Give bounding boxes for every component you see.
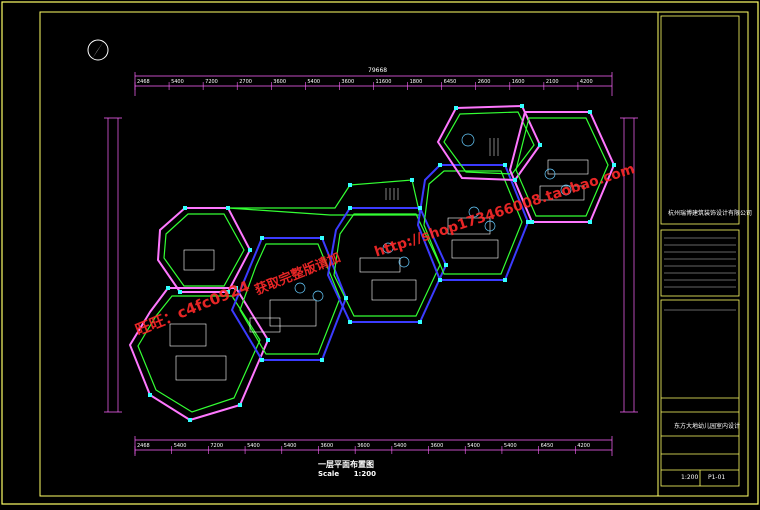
dimension-label: 3600 [320, 443, 334, 449]
company-name: 杭州瑞博建筑装饰设计有限公司 [668, 210, 753, 217]
dimension-label: 5400 [247, 443, 260, 449]
dimension-label: 3600 [357, 443, 370, 449]
dimension-label: 5400 [503, 443, 517, 449]
pod-center-east [416, 164, 530, 281]
column-marker [513, 178, 517, 182]
column-marker [348, 206, 352, 210]
dimension-label: 6450 [443, 79, 457, 85]
dimension-label: 4200 [577, 443, 591, 449]
column-marker [166, 286, 170, 290]
pod-center-west [230, 237, 348, 361]
scale-label: Scale [318, 470, 340, 478]
column-marker [526, 220, 530, 224]
inner-frame [39, 11, 749, 497]
dimension-label: 5400 [283, 443, 297, 449]
dimension-label: 2100 [545, 79, 559, 85]
column-marker [348, 183, 352, 187]
column-marker [226, 290, 230, 294]
dimension-chain-left [104, 117, 122, 413]
drawing-scale: Scale 1:200 [318, 470, 376, 478]
column-marker [538, 143, 542, 147]
dimension-label: 5400 [173, 443, 187, 449]
column-marker [248, 248, 252, 252]
seating-clusters [294, 133, 572, 302]
column-marker [418, 320, 422, 324]
dimension-label: 2600 [477, 79, 491, 85]
dimension-label: 5400 [307, 79, 321, 85]
column-marker [438, 163, 442, 167]
dimension-label: 3600 [273, 79, 287, 85]
column-marker [183, 206, 187, 210]
column-marker [530, 220, 534, 224]
dimension-ticks [134, 82, 579, 454]
column-marker [438, 278, 442, 282]
column-marker [188, 418, 192, 422]
column-marker [148, 393, 152, 397]
drawing-title: 一层平面布置图 [318, 460, 374, 469]
dimension-label: 3600 [430, 443, 444, 449]
column-marker [238, 403, 242, 407]
pod-west [156, 207, 252, 293]
dimension-label: 2468 [137, 79, 150, 85]
project-name: 东方大地幼儿园室内设计 [674, 423, 741, 430]
dimension-label: 5400 [393, 443, 407, 449]
column-marker [444, 263, 448, 267]
title-block [660, 15, 740, 487]
column-marker [520, 104, 524, 108]
column-marker [503, 278, 507, 282]
column-marker [320, 358, 324, 362]
dimension-label: 7200 [205, 79, 218, 85]
column-marker [178, 290, 182, 294]
dimension-label: 1600 [511, 79, 525, 85]
sheet-number: P1-01 [708, 474, 726, 481]
column-marker [320, 236, 324, 240]
scale-value: 1:200 [353, 470, 376, 478]
column-marker [612, 163, 616, 167]
dimension-label: 6450 [540, 443, 554, 449]
dimension-label: 2700 [239, 79, 252, 85]
structural-columns [148, 104, 616, 422]
title-block-rows [664, 237, 736, 311]
dimension-label: 5400 [467, 443, 480, 449]
column-marker [588, 220, 592, 224]
building-walls [128, 104, 616, 422]
dimension-label: 7200 [210, 443, 224, 449]
column-marker [348, 320, 352, 324]
column-marker [454, 106, 458, 110]
dimension-label: 2468 [137, 443, 150, 449]
dimension-label: 5400 [171, 79, 184, 85]
column-marker [260, 236, 264, 240]
column-marker [266, 338, 270, 342]
dimension-label: 3600 [341, 79, 355, 85]
column-marker [588, 110, 592, 114]
column-marker [418, 206, 422, 210]
dimension-label: 4200 [579, 79, 593, 85]
dimension-chain-bottom [134, 436, 613, 456]
column-marker [234, 286, 238, 290]
dimension-chain-right [620, 117, 638, 413]
dimension-label: 1800 [409, 79, 423, 85]
column-marker [260, 358, 264, 362]
column-marker [503, 163, 507, 167]
corridor-link-1 [227, 179, 421, 216]
overall-dimension: 79668 [368, 67, 388, 74]
stairs [385, 138, 499, 200]
dimension-label: 11600 [375, 79, 392, 85]
north-arrow-icon [87, 39, 109, 61]
column-marker [410, 178, 414, 182]
column-marker [344, 296, 348, 300]
sheet-scale: 1:200 [681, 474, 699, 481]
column-marker [226, 206, 230, 210]
pod-center [326, 207, 448, 323]
